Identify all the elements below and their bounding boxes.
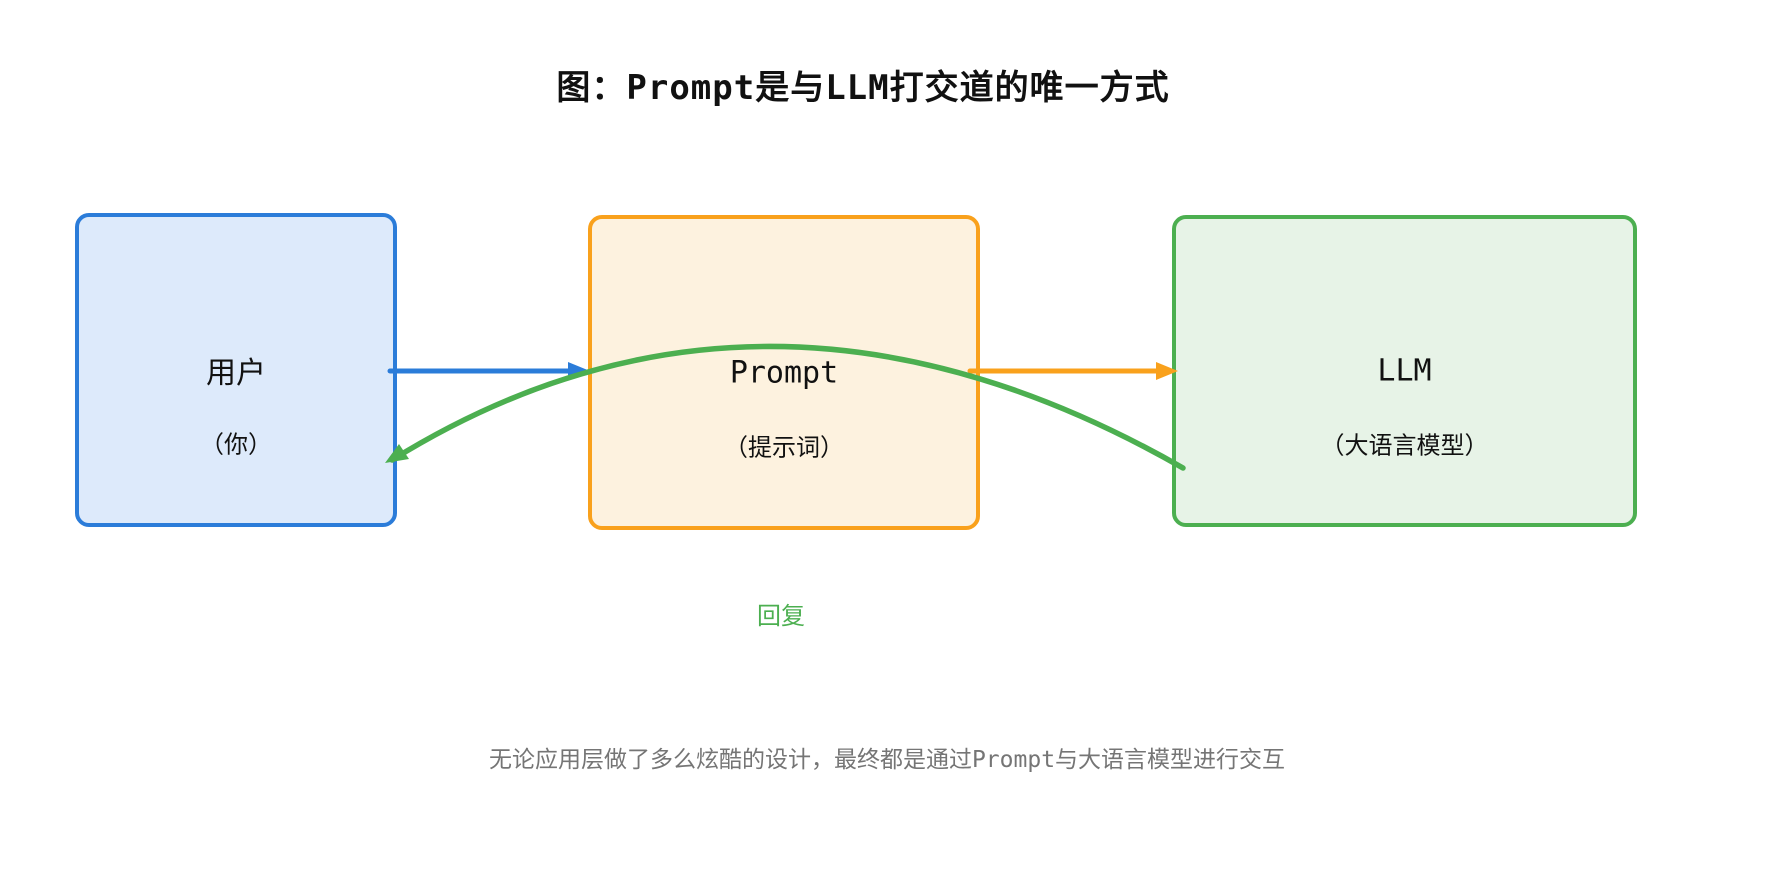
node-llm: LLM （大语言模型） [1172,215,1637,527]
node-user-label: 用户 [206,356,266,391]
node-prompt-label: Prompt [729,355,839,390]
arrowhead-user-to-prompt-icon [568,362,590,380]
diagram-title: 图：Prompt是与LLM打交道的唯一方式 [556,68,1170,108]
node-user: 用户 （你） [75,213,397,527]
node-llm-sublabel: （大语言模型） [1320,431,1489,460]
node-llm-label: LLM [1377,353,1432,389]
node-prompt-sublabel: （提示词） [724,433,844,461]
reply-edge-label: 回复 [757,602,805,630]
node-user-sublabel: （你） [200,430,272,459]
node-prompt: Prompt （提示词） [588,215,980,530]
diagram-caption: 无论应用层做了多么炫酷的设计，最终都是通过Prompt与大语言模型进行交互 [488,747,1286,773]
